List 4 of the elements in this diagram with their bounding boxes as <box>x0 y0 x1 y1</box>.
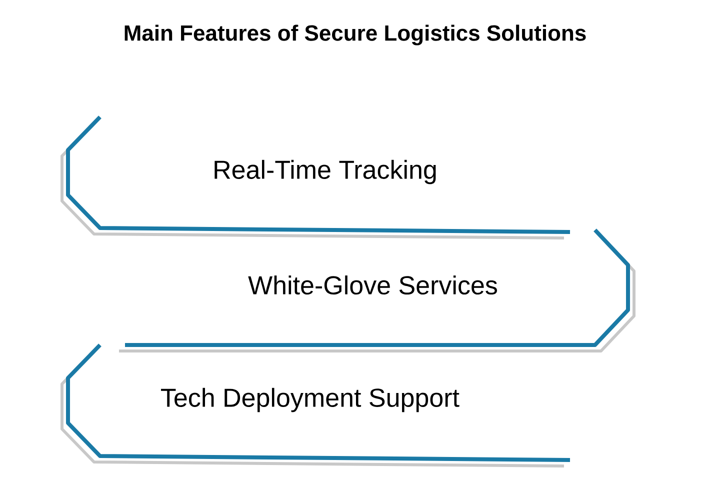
bracket-band: Real-Time Tracking <box>60 116 570 240</box>
bracket-band: Tech Deployment Support <box>60 344 570 468</box>
title: Main Features of Secure Logistics Solutions <box>124 24 586 46</box>
bracket-band: White-Glove Services <box>119 228 636 352</box>
